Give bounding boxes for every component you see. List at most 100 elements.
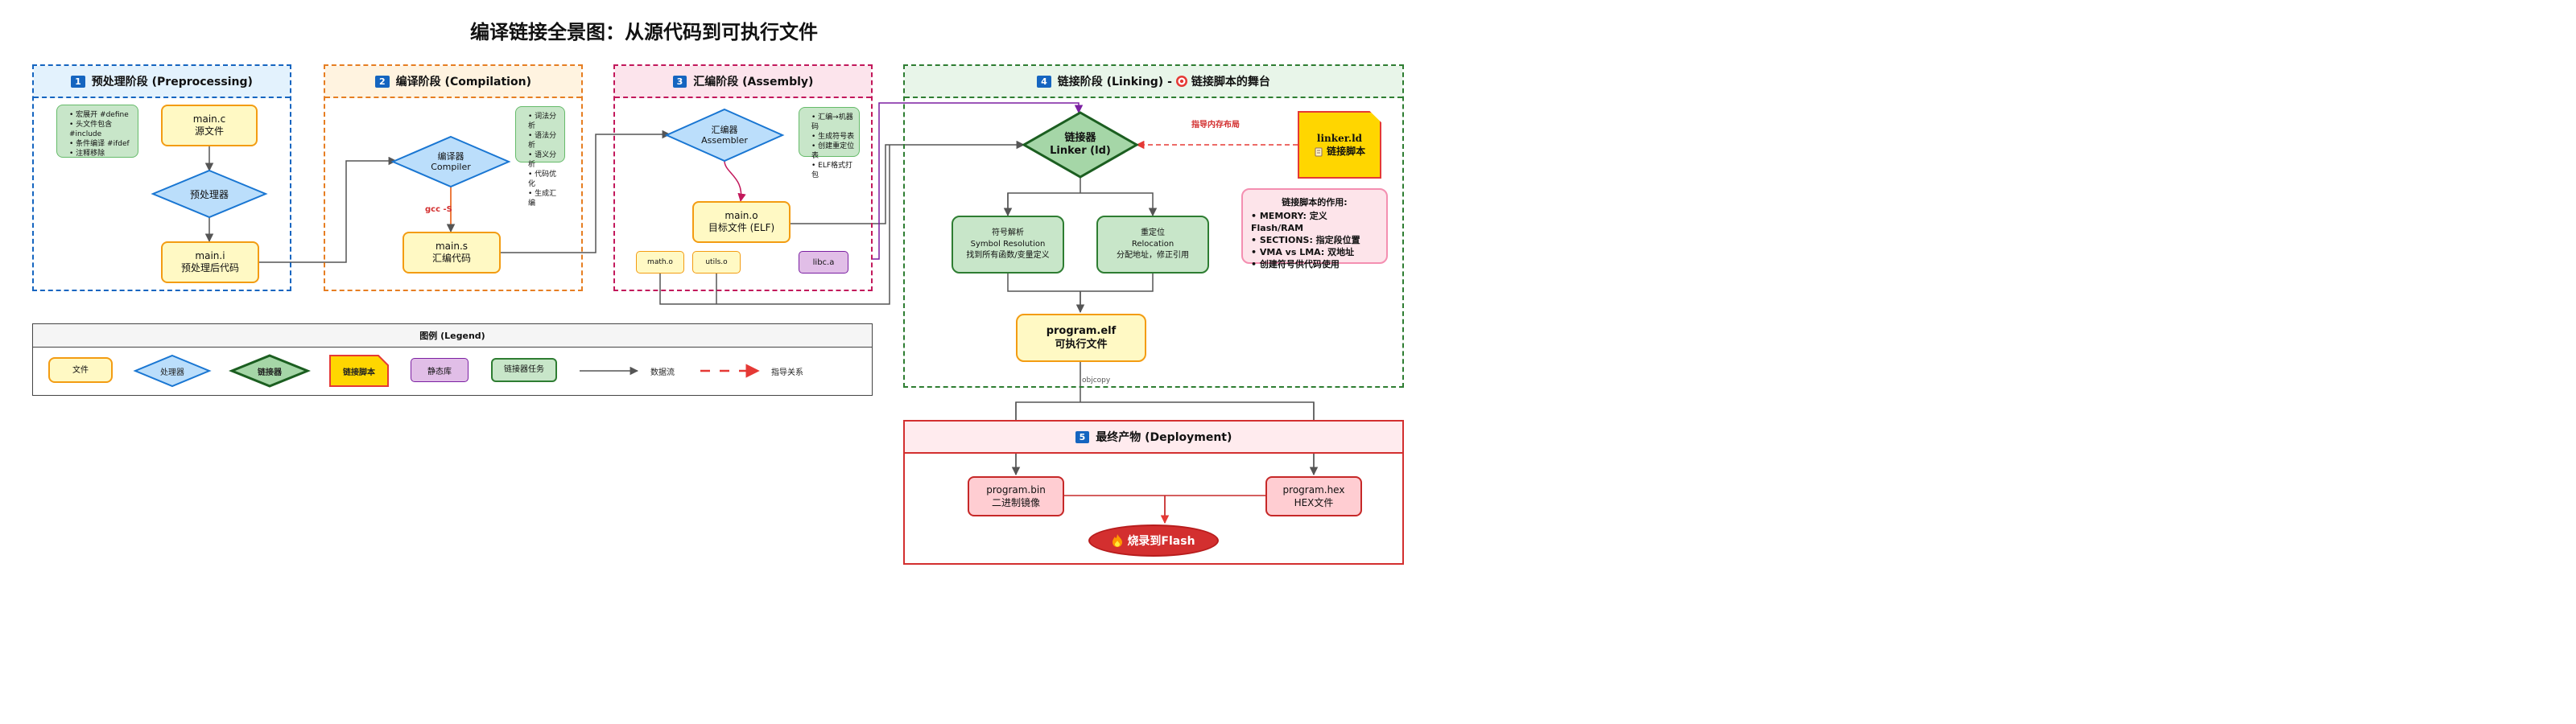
file-main-c: main.c 源文件 xyxy=(161,105,258,146)
assembler-name: 汇编器 xyxy=(711,125,738,135)
task-title: 重定位 xyxy=(1141,228,1165,237)
note-item: • 语法分析 xyxy=(528,132,557,150)
legend-label: 文件 xyxy=(72,365,89,375)
stage-title-tail: 链接脚本的舞台 xyxy=(1191,76,1270,88)
info-item: • SECTIONS: 指定段位置 xyxy=(1251,235,1360,245)
note-item: • 注释移除 xyxy=(69,150,105,158)
file-program-elf: program.elf 可执行文件 xyxy=(1016,314,1146,362)
script-desc: 链接脚本 xyxy=(1327,146,1366,157)
compiler-name: 编译器 xyxy=(437,151,464,162)
task-desc: 分配地址，修正引用 xyxy=(1117,251,1189,260)
legend-label: 静态库 xyxy=(427,367,452,376)
file-name: program.elf xyxy=(1046,325,1117,337)
script-desc-row: 链接脚本 xyxy=(1314,145,1365,158)
linker-script-file: linker.ld 链接脚本 xyxy=(1298,111,1381,179)
preprocessor-label: 预处理器 xyxy=(189,188,229,200)
legend-lib-shape: 静态库 xyxy=(411,358,469,382)
guide-label: 指导内存布局 xyxy=(1191,121,1240,130)
assembler-label: 汇编器 Assembler xyxy=(684,122,765,148)
target-icon xyxy=(1175,76,1187,87)
legend-header: 图例 (Legend) xyxy=(33,324,872,348)
stage-number: 5 xyxy=(1075,430,1090,443)
info-item: • VMA vs LMA: 双地址 xyxy=(1251,247,1355,257)
stage-number: 2 xyxy=(375,75,390,88)
note-item: • 生成汇编 xyxy=(528,190,557,208)
file-desc: 源文件 xyxy=(194,125,224,137)
scroll-icon xyxy=(1315,147,1323,156)
assembler-name-en: Assembler xyxy=(701,135,748,146)
compiler-name-en: Compiler xyxy=(431,162,471,172)
linker-script-info: 链接脚本的作用: • MEMORY: 定义Flash/RAM • SECTION… xyxy=(1241,188,1388,269)
flash-target: 烧录到Flash xyxy=(1088,524,1219,557)
assembler-diamond xyxy=(664,108,785,162)
compiler-diamond xyxy=(390,135,511,188)
info-item: • 创建符号供代码使用 xyxy=(1251,259,1340,269)
objcopy-label: objcopy xyxy=(1082,376,1111,385)
stage-title: 链接阶段 (Linking) - xyxy=(1057,76,1172,88)
task-title-en: Relocation xyxy=(1131,240,1174,249)
legend-linker-label: 链接器 xyxy=(258,368,282,377)
stage-number: 4 xyxy=(1037,75,1051,88)
legend-script-shape xyxy=(329,355,389,387)
script-name: linker.ld xyxy=(1316,133,1363,144)
legend-task-shape: 链接器任务 xyxy=(491,358,557,382)
file-desc: 预处理后代码 xyxy=(180,262,239,274)
note-item: • 头文件包含 #include xyxy=(69,121,113,138)
info-heading: 链接脚本的作用: xyxy=(1282,197,1348,208)
file-main-i: main.i 预处理后代码 xyxy=(161,241,259,283)
note-item: • 生成符号表 xyxy=(811,133,855,141)
file-name: main.i xyxy=(195,250,225,261)
linker-name: 链接器 xyxy=(1064,132,1096,144)
file-program-bin: program.bin 二进制镜像 xyxy=(968,476,1064,516)
file-utils-o: utils.o xyxy=(692,251,741,274)
stage-preprocessing-header: 1 预处理阶段 (Preprocessing) xyxy=(34,66,290,98)
note-item: • 词法分析 xyxy=(528,113,557,130)
preprocessor-diamond xyxy=(151,169,268,219)
page-title: 编译链接全景图：从源代码到可执行文件 xyxy=(470,21,818,43)
legend: 图例 (Legend) xyxy=(32,323,873,396)
linker-label: 链接器 Linker (ld) xyxy=(1032,131,1129,158)
file-name: main.o xyxy=(724,210,758,221)
task-relocation: 重定位 Relocation 分配地址，修正引用 xyxy=(1096,216,1209,274)
legend-guide-label: 指导关系 xyxy=(771,368,803,377)
stage-linking-header: 4 链接阶段 (Linking) - 链接脚本的舞台 xyxy=(905,66,1402,98)
note-item: • 语义分析 xyxy=(528,151,557,169)
file-desc: 可执行文件 xyxy=(1055,339,1108,351)
arrow-mains-to-assembler xyxy=(501,130,671,253)
stage-compilation-header: 2 编译阶段 (Compilation) xyxy=(325,66,581,98)
file-desc: 目标文件 (ELF) xyxy=(708,222,775,233)
legend-file-shape: 文件 xyxy=(48,357,113,383)
stage-linking: 4 链接阶段 (Linking) - 链接脚本的舞台 xyxy=(903,64,1404,388)
note-item: • 条件编译 #ifdef xyxy=(69,140,130,148)
file-desc: 汇编代码 xyxy=(431,253,471,264)
file-math-o: math.o xyxy=(636,251,684,274)
file-program-hex: program.hex HEX文件 xyxy=(1265,476,1362,516)
file-desc: HEX文件 xyxy=(1294,497,1334,508)
stage-compilation: 2 编译阶段 (Compilation) xyxy=(324,64,583,291)
legend-processor-label: 处理器 xyxy=(160,368,184,377)
assemble-notes: • 汇编→机器码 • 生成符号表 • 创建重定位表 • ELF格式打包 xyxy=(799,107,860,179)
task-title-en: Symbol Resolution xyxy=(970,240,1046,249)
stage-assembly: 3 汇编阶段 (Assembly) xyxy=(613,64,873,291)
stage-assembly-header: 3 汇编阶段 (Assembly) xyxy=(615,66,871,98)
note-item: • 宏展开 #define xyxy=(69,111,129,119)
file-name: main.s xyxy=(435,241,469,252)
arrow-objs-to-linker xyxy=(659,145,890,305)
arrow-assembler-to-maino xyxy=(724,160,746,203)
file-main-o: main.o 目标文件 (ELF) xyxy=(692,201,791,243)
file-desc: 二进制镜像 xyxy=(991,497,1040,508)
file-main-s: main.s 汇编代码 xyxy=(402,232,501,274)
note-item: • 代码优化 xyxy=(528,171,557,188)
legend-linker-shape xyxy=(228,354,312,388)
info-item: • MEMORY: 定义Flash/RAM xyxy=(1251,211,1327,233)
task-symbol-resolution: 符号解析 Symbol Resolution 找到所有函数/变量定义 xyxy=(952,216,1064,274)
stage-deployment-header: 5 最终产物 (Deployment) xyxy=(905,422,1402,454)
arrow-maino-to-linker xyxy=(791,140,1026,224)
stage-preprocessing: 1 预处理阶段 (Preprocessing) xyxy=(32,64,291,291)
compiler-label: 编译器 Compiler xyxy=(411,149,491,175)
compile-notes: • 词法分析 • 语法分析 • 语义分析 • 代码优化 • 生成汇编 xyxy=(515,106,565,208)
legend-title: 图例 (Legend) xyxy=(419,331,485,341)
note-item: • 汇编→机器码 xyxy=(811,113,853,131)
